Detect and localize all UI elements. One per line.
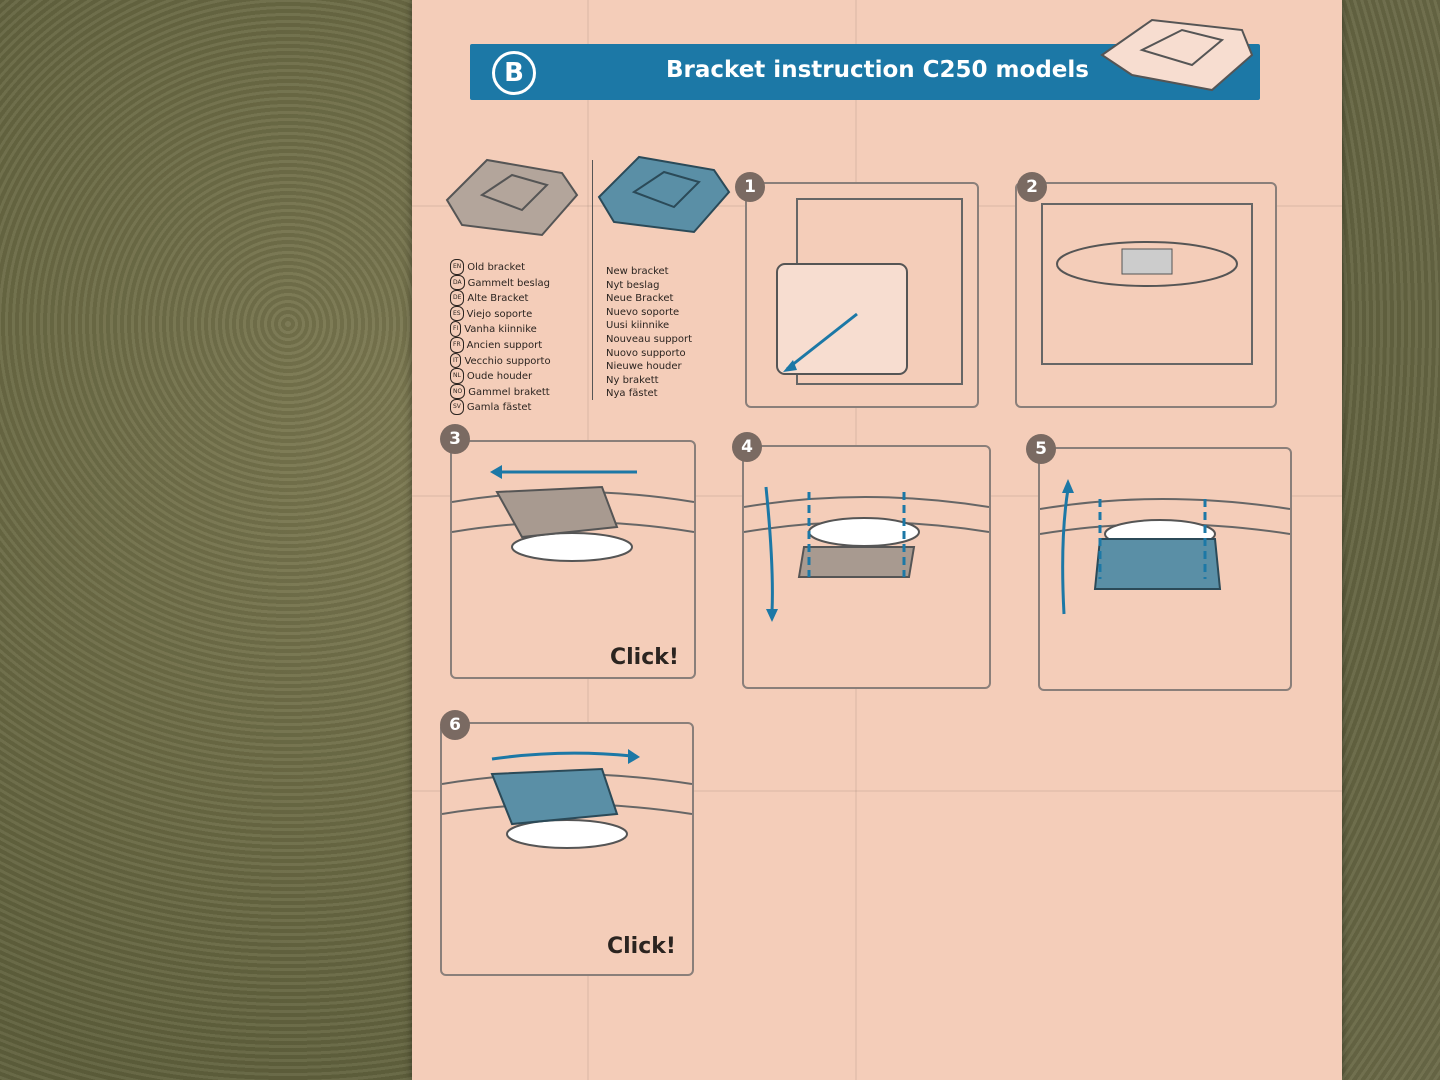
legend-label: Ancien support — [466, 339, 543, 351]
language-code: SV — [450, 399, 464, 415]
legend-label: Gammelt beslag — [467, 277, 550, 289]
language-code: EN — [450, 259, 465, 275]
click-label: Click! — [610, 645, 679, 670]
old-bracket-illustration — [445, 158, 579, 237]
step-4-illustration — [744, 486, 989, 622]
legend-label: Ny brakett — [606, 374, 659, 386]
legend-label: Vecchio supporto — [464, 355, 551, 367]
step-4-panel — [742, 445, 991, 689]
legend-label: Gammel brakett — [468, 386, 550, 398]
new-bracket-illustration — [597, 155, 731, 234]
step-5-illustration — [1040, 479, 1290, 615]
section-badge: B — [492, 51, 536, 95]
language-code: FR — [450, 336, 464, 353]
step-3-illustration — [452, 465, 694, 562]
language-code: ES — [450, 305, 464, 322]
legend-label: Nouveau support — [606, 333, 693, 345]
legend-label: Vanha kiinnike — [464, 324, 537, 336]
legend-label: Old bracket — [467, 261, 526, 273]
click-label: Click! — [607, 934, 676, 959]
legend-label: Nya fästet — [606, 388, 658, 400]
legend-label: Alte Bracket — [467, 292, 529, 304]
step-number: 1 — [735, 172, 765, 202]
language-code: FI — [450, 321, 462, 337]
step-number: 6 — [440, 710, 470, 740]
step-number: 4 — [732, 432, 762, 462]
step-number: 2 — [1017, 172, 1047, 202]
legend-label: Uusi kiinnike — [606, 320, 670, 332]
legend-label: New bracket — [606, 266, 669, 277]
language-code: NO — [450, 383, 466, 400]
legend-label: Nuovo supporto — [606, 347, 686, 359]
fold-line — [412, 790, 1342, 792]
step-2-panel — [1015, 182, 1277, 408]
step-1-illustration — [776, 198, 963, 385]
step-2-illustration — [1041, 203, 1253, 365]
step-3-panel: Click! — [450, 440, 696, 679]
legend-label: Nyt beslag — [606, 279, 660, 291]
legend-label: Neue Bracket — [606, 293, 674, 305]
step-1-panel — [745, 182, 979, 408]
step-number: 3 — [440, 424, 470, 454]
legend-label: Gamla fästet — [466, 402, 532, 414]
new-bracket-legend: New bracket Nyt beslag Neue Bracket Nuev… — [606, 265, 692, 401]
step-number: 5 — [1026, 434, 1056, 464]
language-code: DE — [450, 290, 465, 306]
bracket-header-illustration — [1100, 18, 1254, 92]
legend-label: Viejo soporte — [466, 308, 533, 320]
step-6-panel: Click! — [440, 722, 694, 976]
legend-label: Nuevo soporte — [606, 306, 680, 318]
language-code: NL — [450, 368, 464, 384]
language-code: IT — [450, 352, 462, 369]
step-6-illustration — [442, 749, 692, 849]
header-bar: B Bracket instruction C250 models — [470, 44, 1260, 100]
step-5-panel — [1038, 447, 1292, 691]
legend-divider — [592, 160, 593, 400]
language-code: DA — [450, 274, 465, 291]
page-title: Bracket instruction C250 models — [666, 57, 1089, 83]
legend-label: Oude houder — [466, 370, 533, 382]
legend-label: Nieuwe houder — [606, 361, 682, 373]
